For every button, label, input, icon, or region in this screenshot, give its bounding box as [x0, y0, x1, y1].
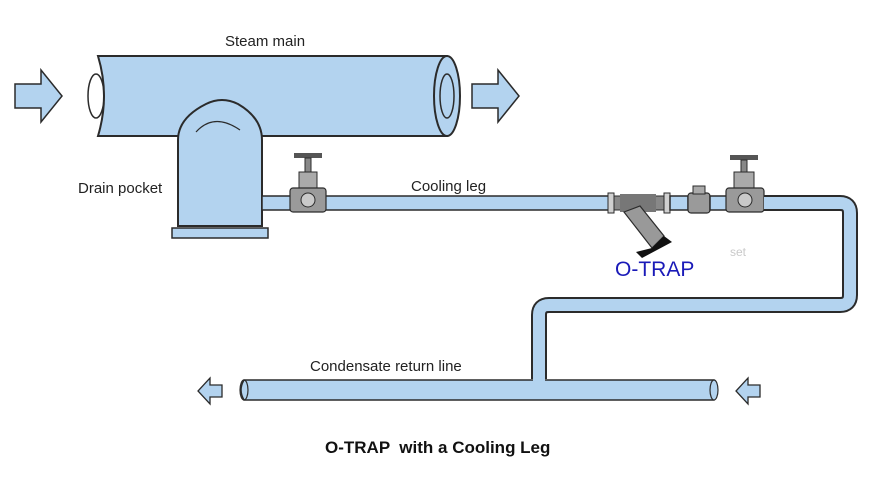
- steam-main-pipe: [87, 55, 461, 137]
- return-right-arrow-icon: [735, 376, 761, 406]
- cooling-leg-label: Cooling leg: [411, 178, 486, 195]
- return-left-arrow-icon: [197, 376, 223, 406]
- otrap-device-icon: [607, 192, 672, 258]
- outlet-flow-arrow-icon: [471, 67, 520, 125]
- faint-set-label: set: [730, 245, 747, 259]
- condensate-return-pipe: [239, 374, 719, 401]
- figure-caption: O-TRAP with a Cooling Leg: [325, 438, 550, 457]
- drain-pocket-label: Drain pocket: [78, 180, 163, 197]
- steam-main-label: Steam main: [225, 33, 305, 50]
- otrap-label: O-TRAP: [615, 258, 694, 281]
- union-fitting-icon: [687, 185, 711, 214]
- outlet-valve-icon: [725, 155, 765, 213]
- condensate-return-label: Condensate return line: [310, 358, 462, 375]
- drain-pocket: [171, 99, 269, 239]
- inlet-flow-arrow-icon: [14, 67, 63, 125]
- return-loop-pipe: [531, 195, 858, 379]
- isolation-valve-icon: [289, 153, 327, 213]
